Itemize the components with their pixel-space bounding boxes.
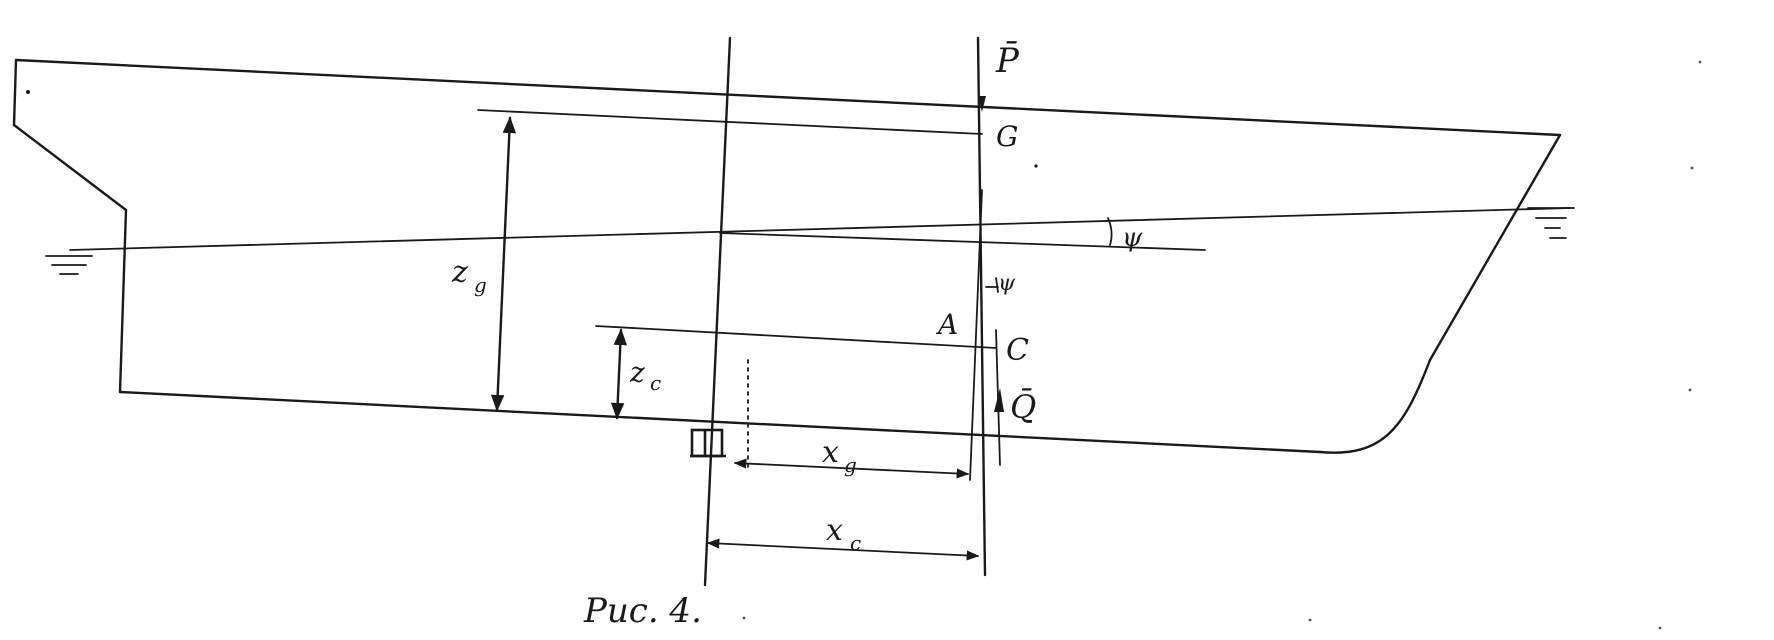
svg-text:c: c	[850, 531, 861, 555]
waterline-trimmed	[69, 207, 1571, 251]
waterline	[45, 207, 1575, 275]
label-psi-main: ψ	[1122, 223, 1143, 253]
figure-caption: Рис. 4.	[583, 591, 702, 631]
scan-specks	[26, 60, 1702, 630]
svg-text:z: z	[451, 255, 468, 290]
bow-curve	[1318, 358, 1432, 454]
stern-slope	[12, 123, 128, 212]
stern-post	[118, 208, 128, 394]
svg-text:x: x	[826, 513, 843, 548]
deck-line	[14, 58, 1562, 137]
stern-top-edge	[12, 58, 18, 127]
origin-symbol	[690, 428, 726, 458]
svg-text:x: x	[822, 435, 839, 470]
weight-vertical	[976, 36, 987, 577]
xc-dimension	[706, 538, 980, 561]
small-angle-tick	[995, 277, 999, 293]
svg-text:g: g	[844, 453, 857, 477]
waterline-initial	[719, 232, 1206, 251]
g-level-line	[477, 109, 983, 135]
xg-dimension	[733, 458, 970, 479]
zc-dimension	[610, 328, 628, 420]
svg-text:g: g	[474, 273, 487, 297]
svg-text:z: z	[629, 356, 645, 389]
hull-outline	[12, 58, 1562, 454]
buoyancy-line	[969, 189, 983, 481]
label-p-vector: P̄	[995, 40, 1020, 81]
label-a: A	[935, 308, 958, 341]
label-xc: x c	[826, 513, 861, 555]
p-arrowhead	[978, 96, 986, 112]
label-xg: x g	[822, 435, 857, 477]
label-zg: z g	[451, 255, 487, 297]
q-arrowhead	[994, 388, 1004, 412]
label-zc: z c	[629, 356, 661, 395]
label-g: G	[996, 120, 1018, 153]
water-symbol-left	[45, 255, 93, 275]
label-psi-small: ψ	[998, 271, 1016, 296]
label-c: C	[1006, 333, 1029, 368]
label-q-vector: Q̄	[1010, 388, 1036, 426]
water-symbol-right	[1527, 207, 1575, 239]
svg-text:c: c	[650, 371, 661, 395]
trim-angle-arc	[1107, 217, 1113, 246]
zg-dimension	[490, 116, 517, 412]
bow-stem	[1428, 133, 1562, 362]
c-level-line	[595, 325, 997, 349]
midship-vertical	[703, 36, 732, 587]
keel-line	[118, 390, 1322, 454]
